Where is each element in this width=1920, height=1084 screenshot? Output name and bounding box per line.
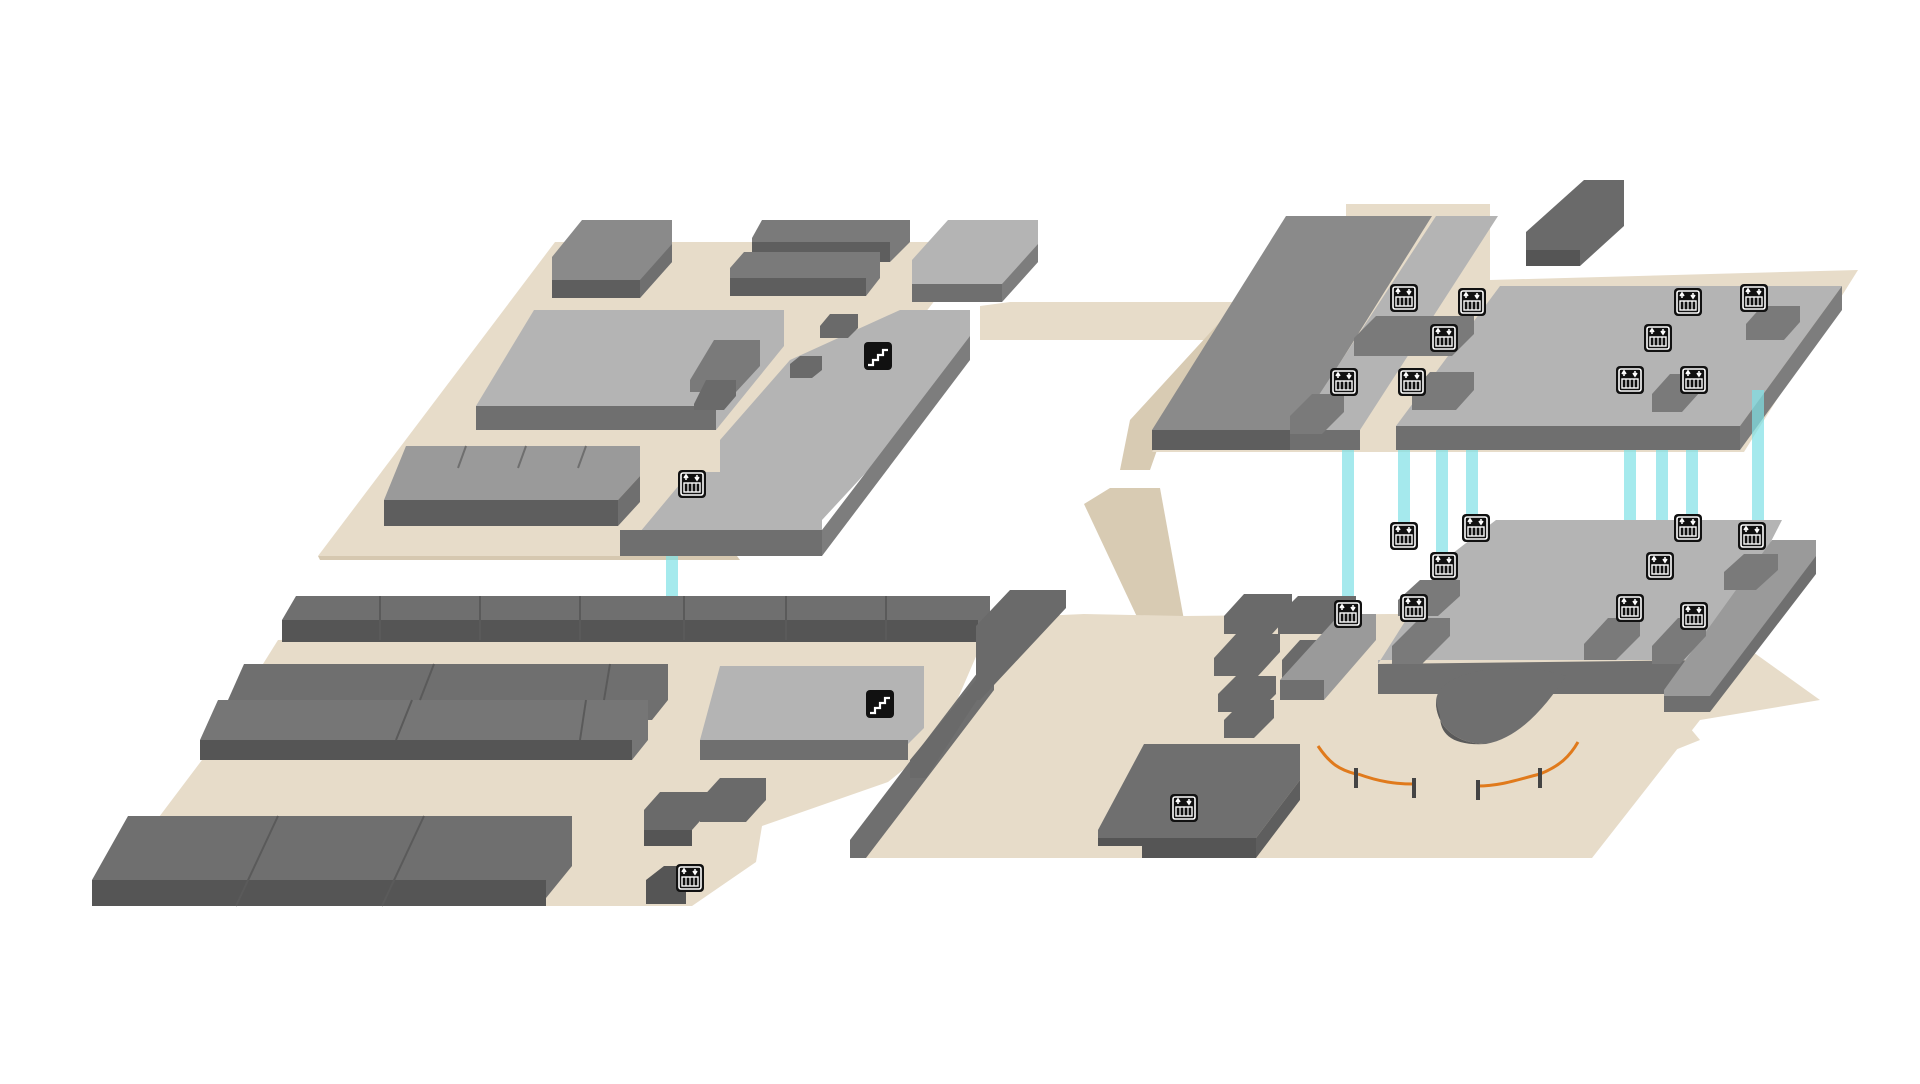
elevator-icon[interactable] <box>1739 283 1769 313</box>
room-block <box>690 314 858 410</box>
rope-barrier <box>1316 741 1580 788</box>
room-block <box>1098 744 1300 858</box>
stage <box>1436 668 1566 745</box>
elevator-icon[interactable] <box>1737 521 1767 551</box>
elevator-icon[interactable] <box>1615 593 1645 623</box>
elevator-icon[interactable] <box>1461 513 1491 543</box>
elevator-icon[interactable] <box>1679 601 1709 631</box>
elevator-icon[interactable] <box>1673 513 1703 543</box>
room-block <box>92 815 572 907</box>
room-block <box>384 445 640 526</box>
elevator-icon[interactable] <box>1389 283 1419 313</box>
elevator-icon[interactable] <box>1615 365 1645 395</box>
room-block <box>850 590 1066 858</box>
elevator-icon[interactable] <box>1643 323 1673 353</box>
room-block <box>1396 286 1842 450</box>
elevator-icon[interactable] <box>1399 593 1429 623</box>
elevator-icon[interactable] <box>1389 521 1419 551</box>
room-block <box>1280 614 1376 700</box>
elevator-icon[interactable] <box>675 863 705 893</box>
rope-barrier-post <box>1354 768 1542 800</box>
elevator-icon[interactable] <box>1333 599 1363 629</box>
elevator-icon[interactable] <box>677 469 707 499</box>
elevator-icon[interactable] <box>1429 551 1459 581</box>
stairs-icon[interactable] <box>864 688 896 720</box>
stairs-icon[interactable] <box>862 340 894 372</box>
room-block <box>620 310 970 556</box>
room-block <box>282 596 990 642</box>
room-block <box>912 220 1038 302</box>
elevator-icon[interactable] <box>1397 367 1427 397</box>
elevator-icon[interactable] <box>1169 793 1199 823</box>
elevator-icon[interactable] <box>1457 287 1487 317</box>
room-block <box>1152 216 1432 450</box>
room-block <box>200 663 668 760</box>
elevator-icon[interactable] <box>1329 367 1359 397</box>
room-block <box>700 666 924 760</box>
room-block <box>644 778 766 904</box>
room-block <box>730 220 910 296</box>
elevator-icon[interactable] <box>1645 551 1675 581</box>
elevator-icon[interactable] <box>1679 365 1709 395</box>
room-block <box>1664 540 1816 712</box>
elevator-icon[interactable] <box>1673 287 1703 317</box>
corridor <box>980 302 1260 340</box>
elevator-icon[interactable] <box>1429 323 1459 353</box>
room-block <box>552 220 672 298</box>
room-block <box>1526 180 1624 266</box>
